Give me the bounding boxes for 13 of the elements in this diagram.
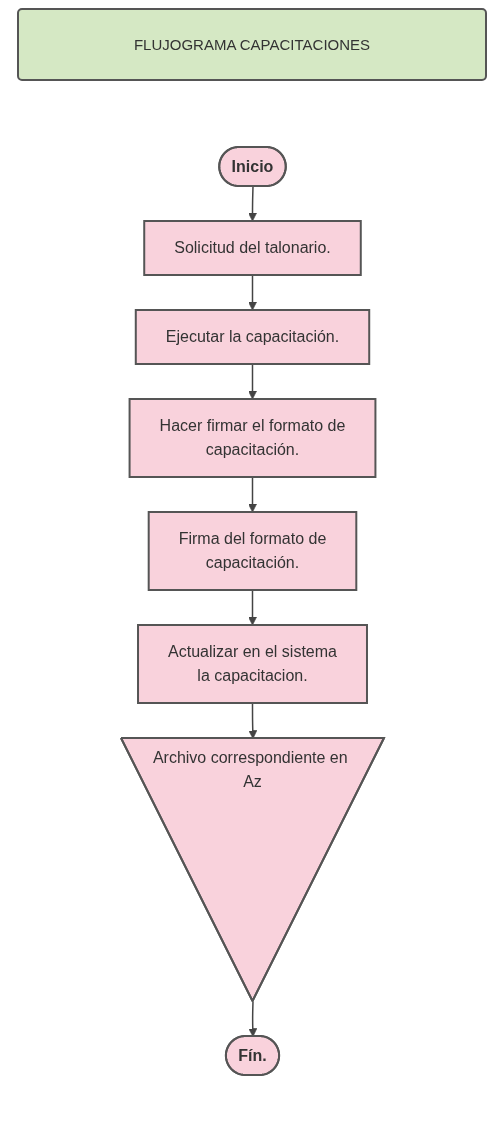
title-box: FLUJOGRAMA CAPACITACIONES	[17, 8, 487, 81]
arrow	[247, 702, 257, 739]
node-box: Firma del formato de capacitación.	[147, 511, 357, 591]
arrow	[247, 589, 257, 626]
node-box: Ejecutar la capacitación.	[134, 309, 370, 365]
arrow	[247, 274, 257, 311]
arrow	[247, 363, 257, 400]
node-box: Hacer firmar el formato de capacitación.	[128, 398, 376, 478]
arrow	[247, 476, 257, 513]
node-box: Solicitud del talonario.	[142, 220, 362, 276]
node-box: Actualizar en el sistema la capacitacion.	[136, 624, 368, 704]
arrow	[247, 185, 257, 222]
arrow	[247, 1000, 257, 1037]
